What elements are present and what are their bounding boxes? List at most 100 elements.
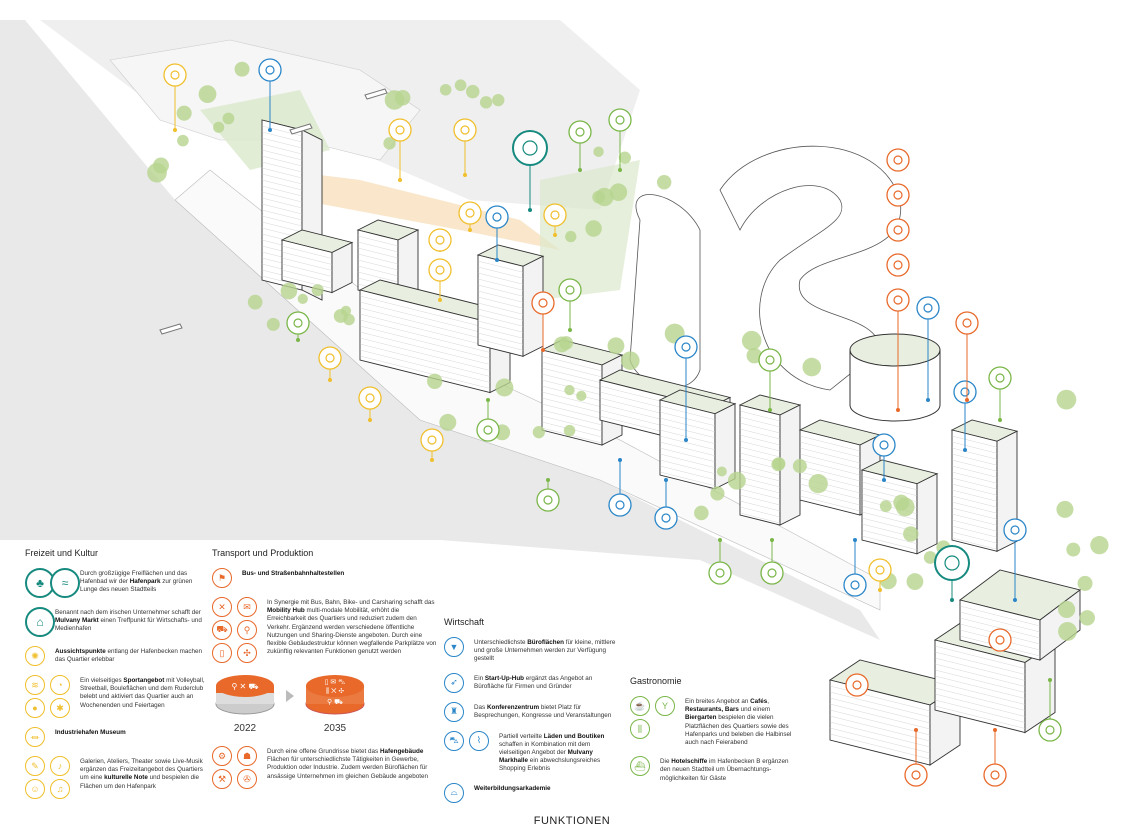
svg-text:⚲ ✕ ⛟: ⚲ ✕ ⛟ — [231, 682, 258, 691]
office-tower-far-east-floor-line — [951, 489, 998, 502]
parcel-icon: ✉ — [237, 597, 257, 617]
marker-pin-dot — [878, 588, 882, 592]
marker-pin-dot — [853, 538, 857, 542]
coffee-icon-glyph — [767, 568, 777, 578]
marker-pin-dot — [495, 258, 499, 262]
marker-pin-dot — [718, 538, 722, 542]
rocket-icon-glyph — [681, 342, 691, 352]
legend-text-part: In Synergie mit Bus, Bahn, Bike- und Car… — [267, 599, 435, 606]
tie-icon: ▼ — [444, 637, 464, 657]
office-tower-west-floor-line — [261, 125, 303, 137]
port-building-a-floor-line — [829, 709, 931, 736]
cocktail-marker — [708, 538, 732, 585]
hammer-icon: ⚒ — [212, 769, 232, 789]
office-tower-central-floor-line — [659, 453, 716, 468]
office-block-east-floor-line — [739, 446, 781, 458]
tie-marker — [872, 433, 896, 482]
gears-marker — [904, 728, 928, 787]
boat — [364, 88, 388, 100]
office-tower-west-floor-line — [261, 215, 303, 227]
office-block-central-floor-line — [541, 367, 603, 384]
legend-text-part: für kleine, mittlere und große Unternehm… — [474, 639, 616, 663]
bus-stop-icon-glyph — [538, 298, 548, 308]
graduation-cap-icon — [485, 205, 509, 229]
bus-stop-icon — [955, 311, 979, 335]
cutlery-icon — [758, 348, 782, 372]
hotel-ship-marker — [536, 478, 560, 512]
office-tower-central-floor-line — [659, 441, 716, 456]
tree — [607, 337, 625, 355]
port-building-roof-floor-line — [959, 617, 1041, 639]
legend-text-bold: Start-Up-Hub — [484, 674, 525, 682]
office-block-east-floor-line — [739, 416, 781, 428]
office-tower-west-base-side — [331, 241, 353, 294]
office-tower-west-floor-line — [261, 137, 303, 149]
office-block-central-floor-line — [541, 409, 603, 426]
tree — [592, 190, 605, 204]
hub-icon: ✕ — [212, 597, 232, 617]
tree — [609, 183, 628, 202]
cutlery-icon — [988, 366, 1012, 390]
cutlery-icon — [1038, 718, 1062, 742]
cutlery-icon-glyph — [1045, 725, 1055, 735]
legend-text-part: Das — [474, 703, 487, 711]
market-hall-floor-line — [799, 441, 861, 458]
mobility-hub-2035: ▯ ✉ ⛍⫼ ✕ ✣⚲ ⛟2035 — [304, 672, 366, 734]
saxophone-icon-glyph — [435, 235, 445, 245]
museum-icon-glyph — [427, 435, 437, 445]
tree — [454, 79, 467, 92]
sand-area — [280, 170, 560, 250]
tree — [906, 573, 924, 590]
legend-text-part: bespielen die vielen Platzflächen des Qu… — [685, 714, 792, 747]
office-tower-west-floor-line — [261, 143, 303, 155]
tree — [903, 526, 919, 542]
viewpoint-icon-glyph — [170, 70, 180, 80]
tree — [247, 294, 263, 310]
graduation-cap-icon: ⌓ — [444, 782, 464, 803]
gears-icon — [904, 763, 928, 787]
legend-text-part: Partiell verteilte — [499, 732, 544, 740]
rocket-icon — [674, 335, 698, 359]
robot-marker — [845, 673, 869, 697]
hammer-icon — [983, 763, 1007, 787]
volleyball-icon: ◔ — [50, 675, 70, 695]
market-marker — [934, 545, 970, 602]
marker-pin-dot — [926, 398, 930, 402]
palette-icon: ✎ — [25, 756, 45, 776]
legend-icon-group: ⌓ — [444, 782, 466, 803]
office-block-east-floor-line — [739, 494, 781, 506]
office-tower-central-floor-line — [659, 435, 716, 450]
microphone-marker — [428, 258, 452, 302]
rocket-icon: ➶ — [444, 672, 464, 693]
bikesharing-marker — [886, 218, 910, 242]
legend-text-part: , — [767, 698, 770, 705]
rocket-marker — [674, 335, 698, 442]
tree — [694, 505, 709, 521]
marker-pin-dot — [430, 458, 434, 462]
office-block-central-floor-line — [541, 355, 603, 372]
svg-text:⫼ ✕ ✣: ⫼ ✕ ✣ — [326, 687, 344, 695]
cocktail-marker — [608, 108, 632, 172]
hafen-building-b-floor-line — [359, 295, 491, 329]
legend-icon-group: ♜ — [444, 701, 466, 722]
streetball-marker — [458, 201, 482, 232]
marker-pin-dot — [328, 378, 332, 382]
cart-icon-glyph — [1010, 525, 1020, 535]
tree — [333, 308, 348, 323]
rowing-icon — [388, 118, 412, 142]
tree — [893, 494, 910, 511]
tree — [1079, 610, 1095, 626]
legend-text: Bus- und Straßenbahnhaltestellen — [242, 568, 344, 578]
mulvany-building-outline — [629, 194, 701, 389]
saxophone-marker — [428, 228, 452, 252]
office-tower-central-floor-line — [659, 423, 716, 438]
drone-icon: ✣ — [237, 643, 257, 663]
port-building-b-floor-line — [934, 675, 1026, 699]
port-building-a-floor-line — [829, 727, 931, 754]
marker-pin-dot — [618, 458, 622, 462]
office-tower-mid-floor-line — [477, 272, 524, 285]
office-block-east-floor-line — [739, 440, 781, 452]
marker-pin-dot — [468, 228, 472, 232]
coffee-icon-glyph — [293, 318, 303, 328]
volleyball-marker — [453, 118, 477, 177]
